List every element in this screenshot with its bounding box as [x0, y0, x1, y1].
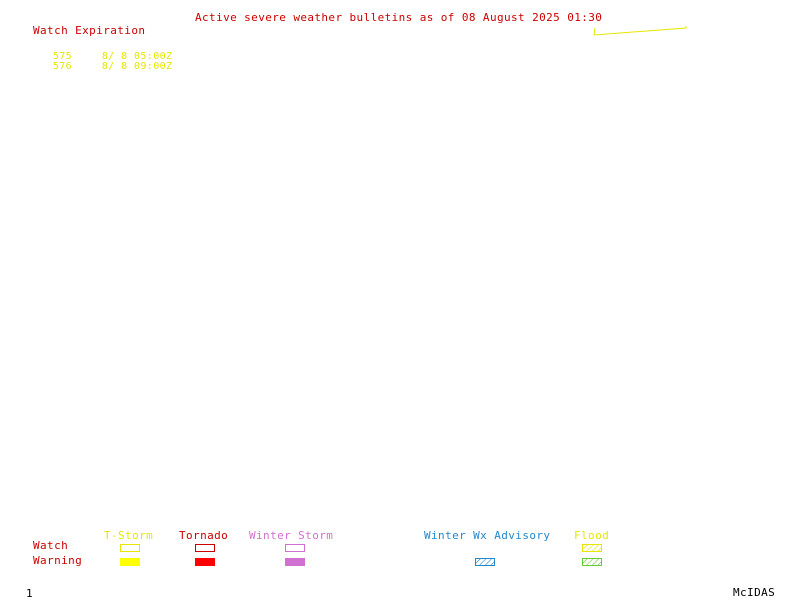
legend-tstorm-label: T-Storm — [104, 529, 154, 542]
legend-watch-label: Watch — [33, 539, 69, 552]
legend-tstorm-warning-swatch — [120, 558, 140, 566]
legend-warning-label: Warning — [33, 554, 83, 567]
page-number: 1 — [26, 587, 34, 600]
legend-flood-warning-swatch — [582, 558, 602, 566]
legend-flood-watch-swatch — [582, 544, 602, 552]
legend-winter-wx-advisory-warning-swatch — [475, 558, 495, 566]
watch-boundary-line — [593, 26, 687, 36]
watch-expiration-heading: Watch Expiration — [33, 24, 146, 37]
watch-expiry-time: 8/ 8 05:00Z — [101, 51, 173, 62]
software-label: McIDAS — [733, 586, 776, 599]
legend-tornado-label: Tornado — [179, 529, 229, 542]
legend-tornado-watch-swatch — [195, 544, 215, 552]
legend-winter-storm-label: Winter Storm — [249, 529, 334, 542]
watch-number: 575 — [52, 51, 73, 62]
legend-winter-storm-warning-swatch — [285, 558, 305, 566]
watch-expiry-time: 8/ 8 09:00Z — [101, 61, 173, 72]
legend-winter-wx-advisory-label: Winter Wx Advisory — [424, 529, 551, 542]
legend-tstorm-watch-swatch — [120, 544, 140, 552]
bulletin-title: Active severe weather bulletins as of 08… — [195, 11, 603, 24]
legend-winter-storm-watch-swatch — [285, 544, 305, 552]
watch-number: 576 — [52, 61, 73, 72]
watch-expiration-row: 575 8/ 8 05:00Z — [40, 42, 172, 62]
legend-tornado-warning-swatch — [195, 558, 215, 566]
legend-flood-label: Flood — [574, 529, 610, 542]
watch-expiration-row: 576 8/ 8 09:00Z — [40, 52, 172, 72]
